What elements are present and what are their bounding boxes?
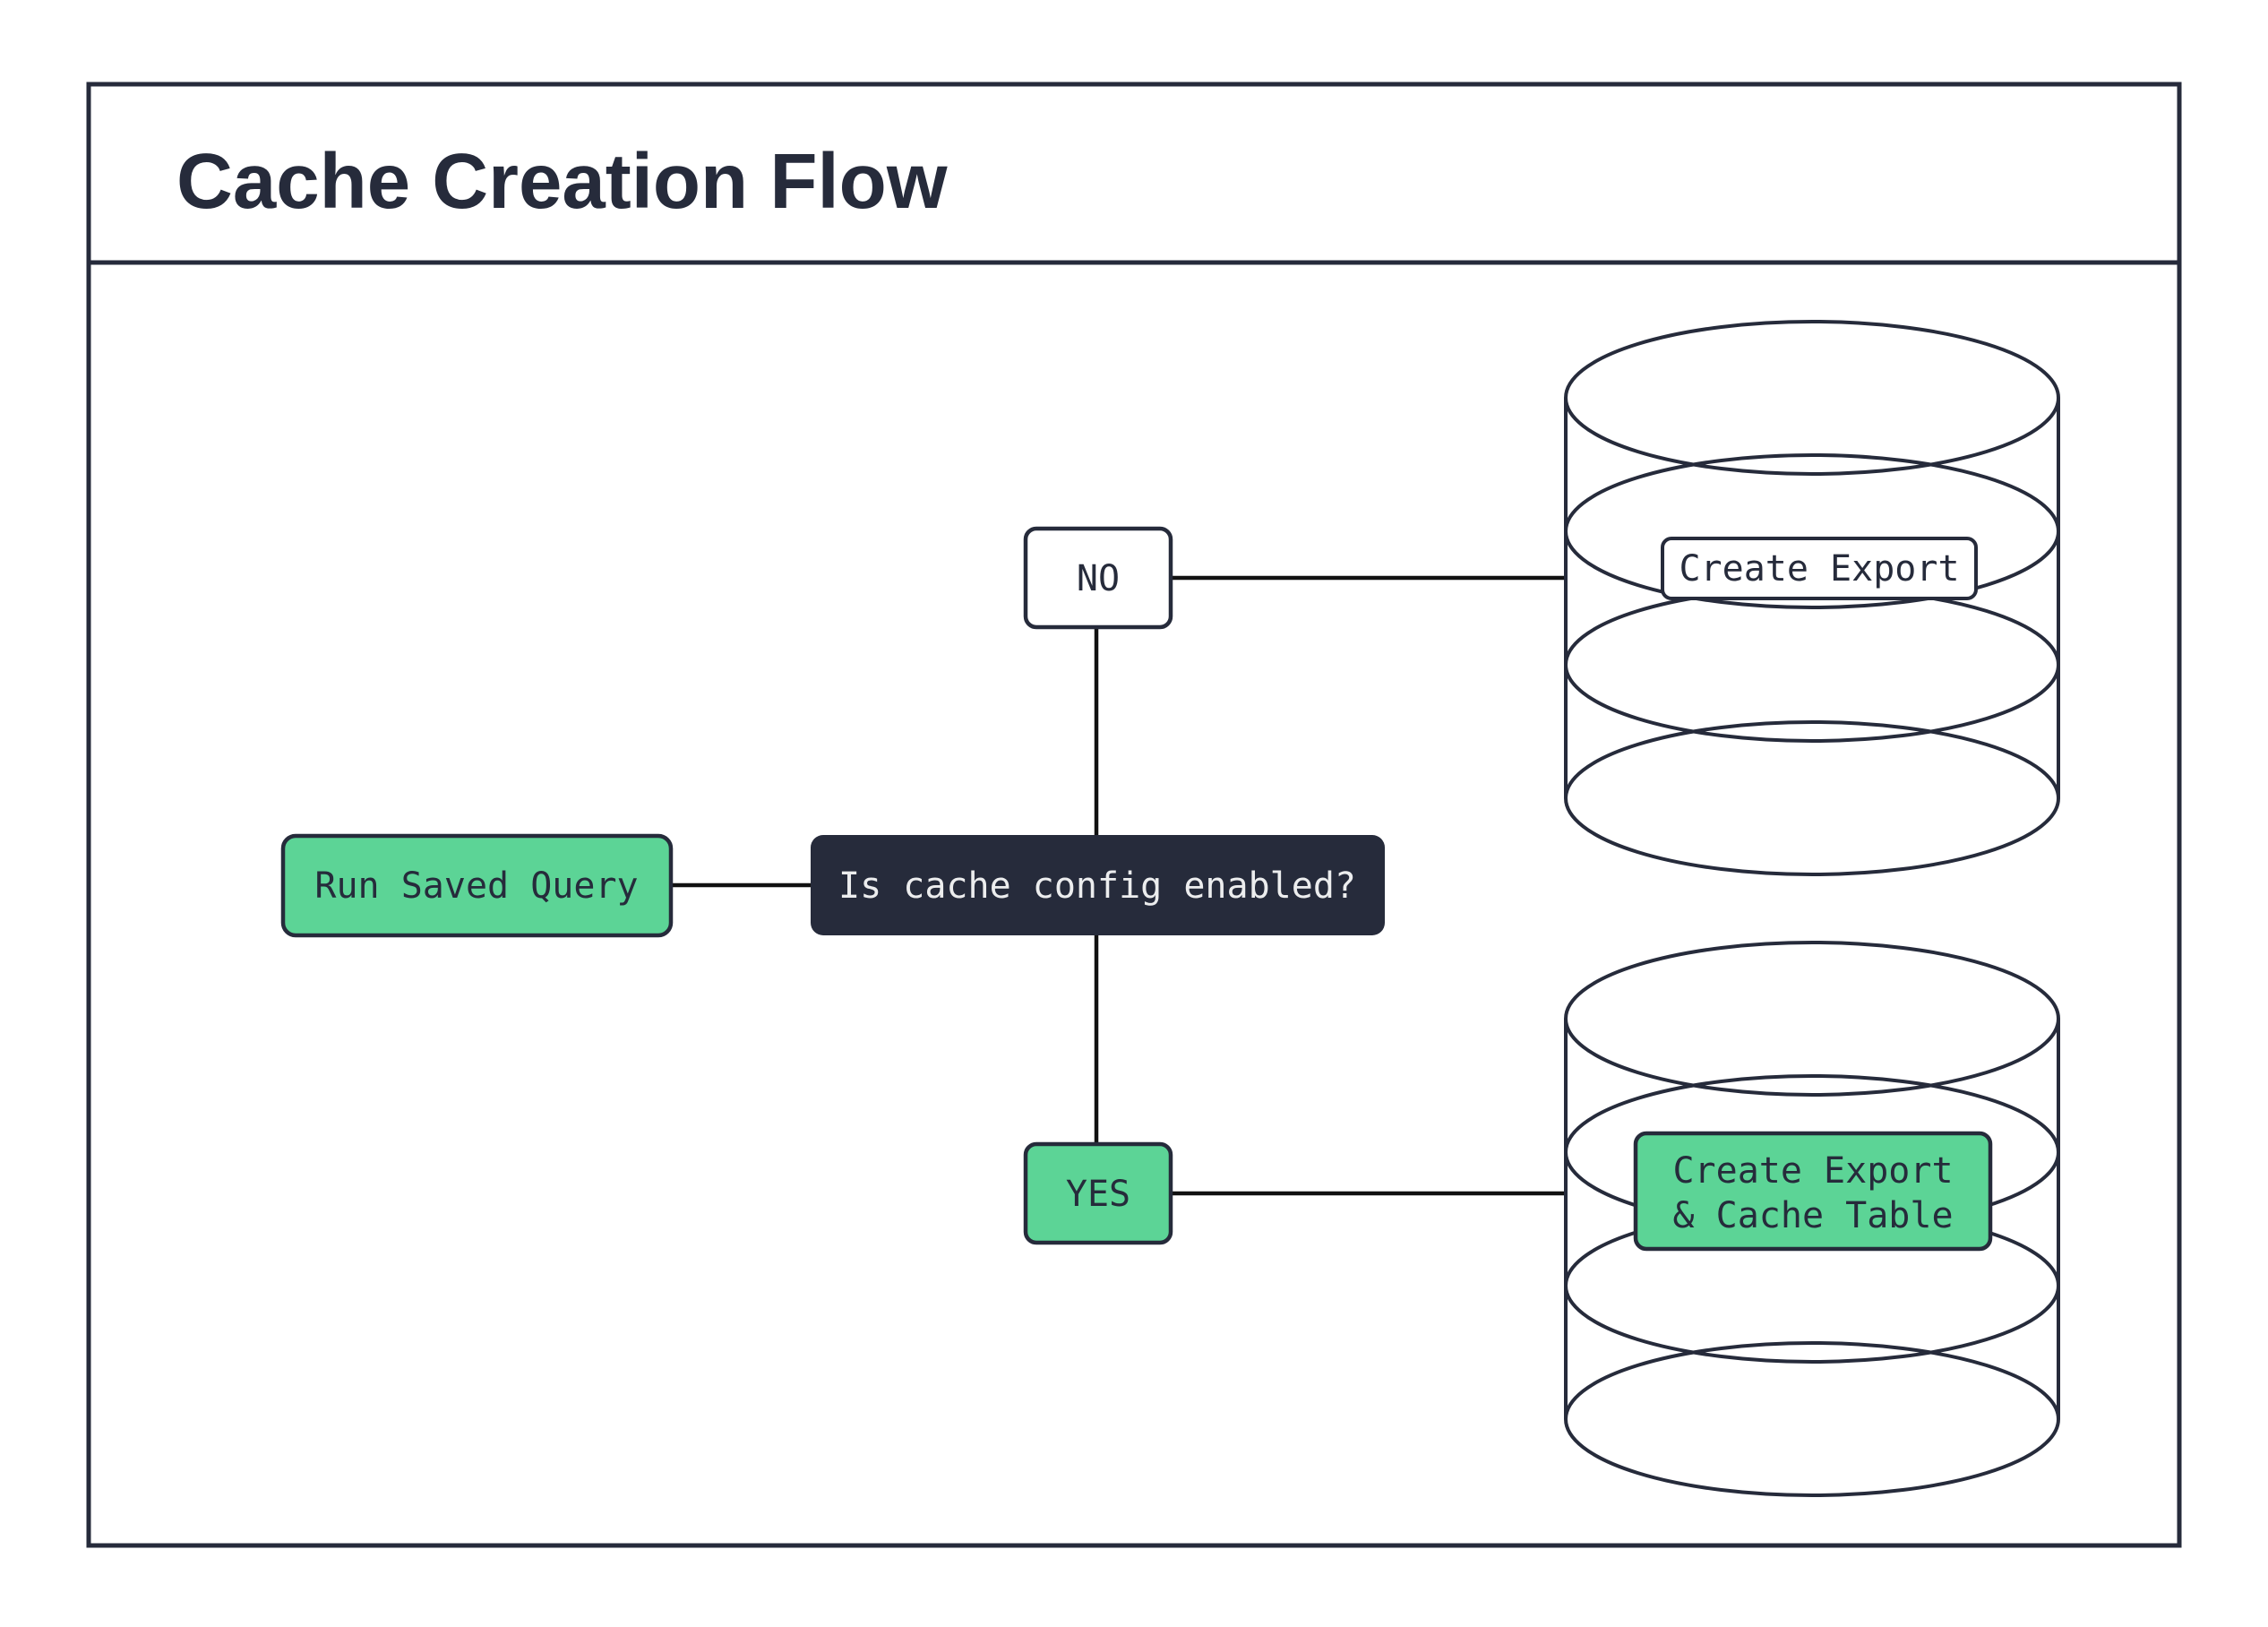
node-run-saved-query-box	[280, 833, 674, 938]
connectors	[671, 575, 1568, 1196]
node-create-export-box	[1661, 537, 1978, 600]
diagram-frame	[86, 82, 2182, 1548]
node-run-saved-query: Run Saved Query	[280, 833, 674, 938]
node-decision-box	[811, 835, 1385, 935]
node-create-export-label: Create Export	[1679, 548, 1959, 590]
node-yes: YES	[1023, 1141, 1173, 1245]
node-run-saved-query-label: Run Saved Query	[314, 865, 638, 907]
node-create-export-cache-table-label-line1: Create Export	[1672, 1150, 1953, 1192]
node-no-box	[1023, 526, 1173, 630]
node-create-export-cache-table-box	[1633, 1131, 1993, 1252]
node-no: NO	[1023, 526, 1173, 630]
node-create-export: Create Export	[1661, 537, 1978, 600]
node-decision-label: Is cache config enabled?	[838, 865, 1356, 907]
node-create-export-cache-table-label-line2: & Cache Table	[1672, 1195, 1953, 1236]
node-yes-label: YES	[1066, 1174, 1130, 1215]
node-yes-box	[1023, 1141, 1173, 1245]
node-decision: Is cache config enabled?	[811, 835, 1385, 935]
node-create-export-cache-table: Create Export & Cache Table	[1633, 1131, 1993, 1252]
node-no-label: NO	[1077, 558, 1120, 599]
page-title: Cache Creation Flow	[176, 138, 948, 225]
